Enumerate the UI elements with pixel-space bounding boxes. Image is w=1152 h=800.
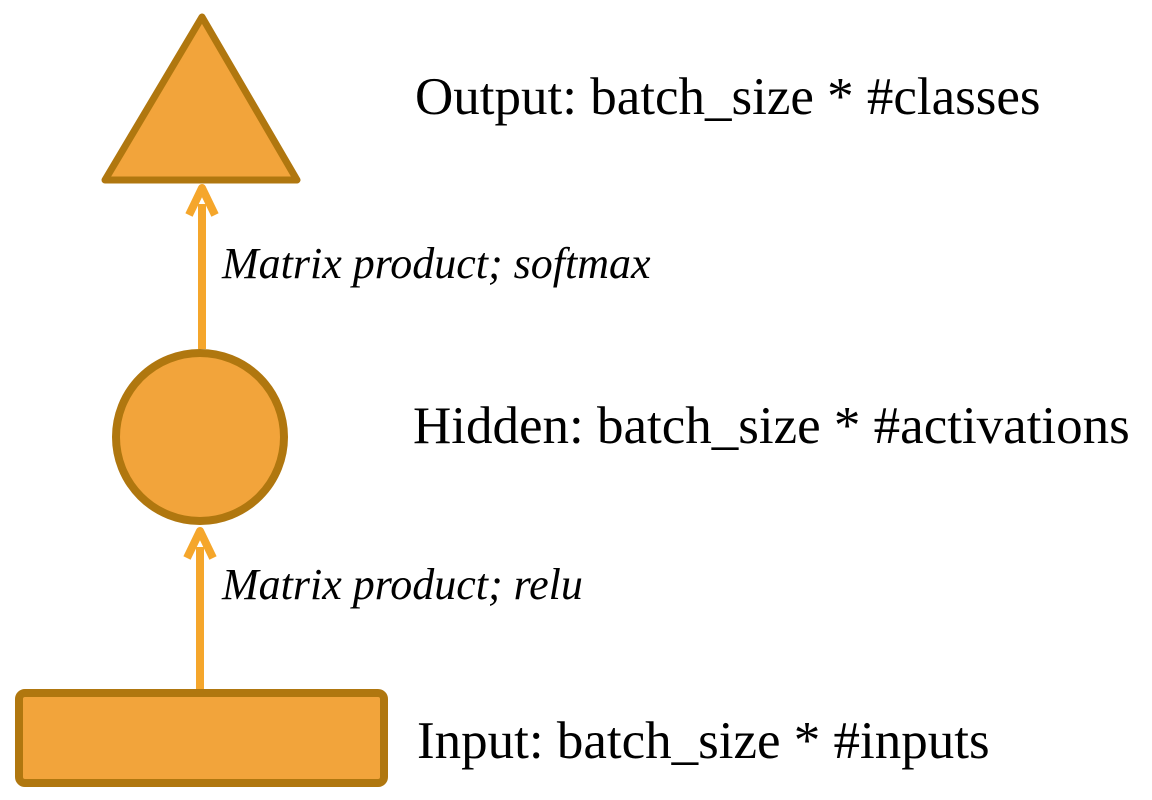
- hidden-node-shape: [112, 349, 288, 525]
- softmax-arrowhead-icon: [185, 184, 219, 217]
- input-node-label: Input: batch_size * #inputs: [417, 712, 990, 770]
- relu-arrow: [183, 527, 217, 691]
- input-node-shape: [15, 689, 388, 787]
- softmax-edge-label: Matrix product; softmax: [222, 239, 651, 288]
- softmax-arrow: [185, 184, 219, 349]
- relu-edge-label: Matrix product; relu: [222, 560, 583, 609]
- output-node-shape: [101, 13, 301, 184]
- output-node-label: Output: batch_size * #classes: [415, 68, 1041, 126]
- hidden-node-label: Hidden: batch_size * #activations: [413, 397, 1130, 455]
- relu-arrowhead-icon: [183, 527, 217, 560]
